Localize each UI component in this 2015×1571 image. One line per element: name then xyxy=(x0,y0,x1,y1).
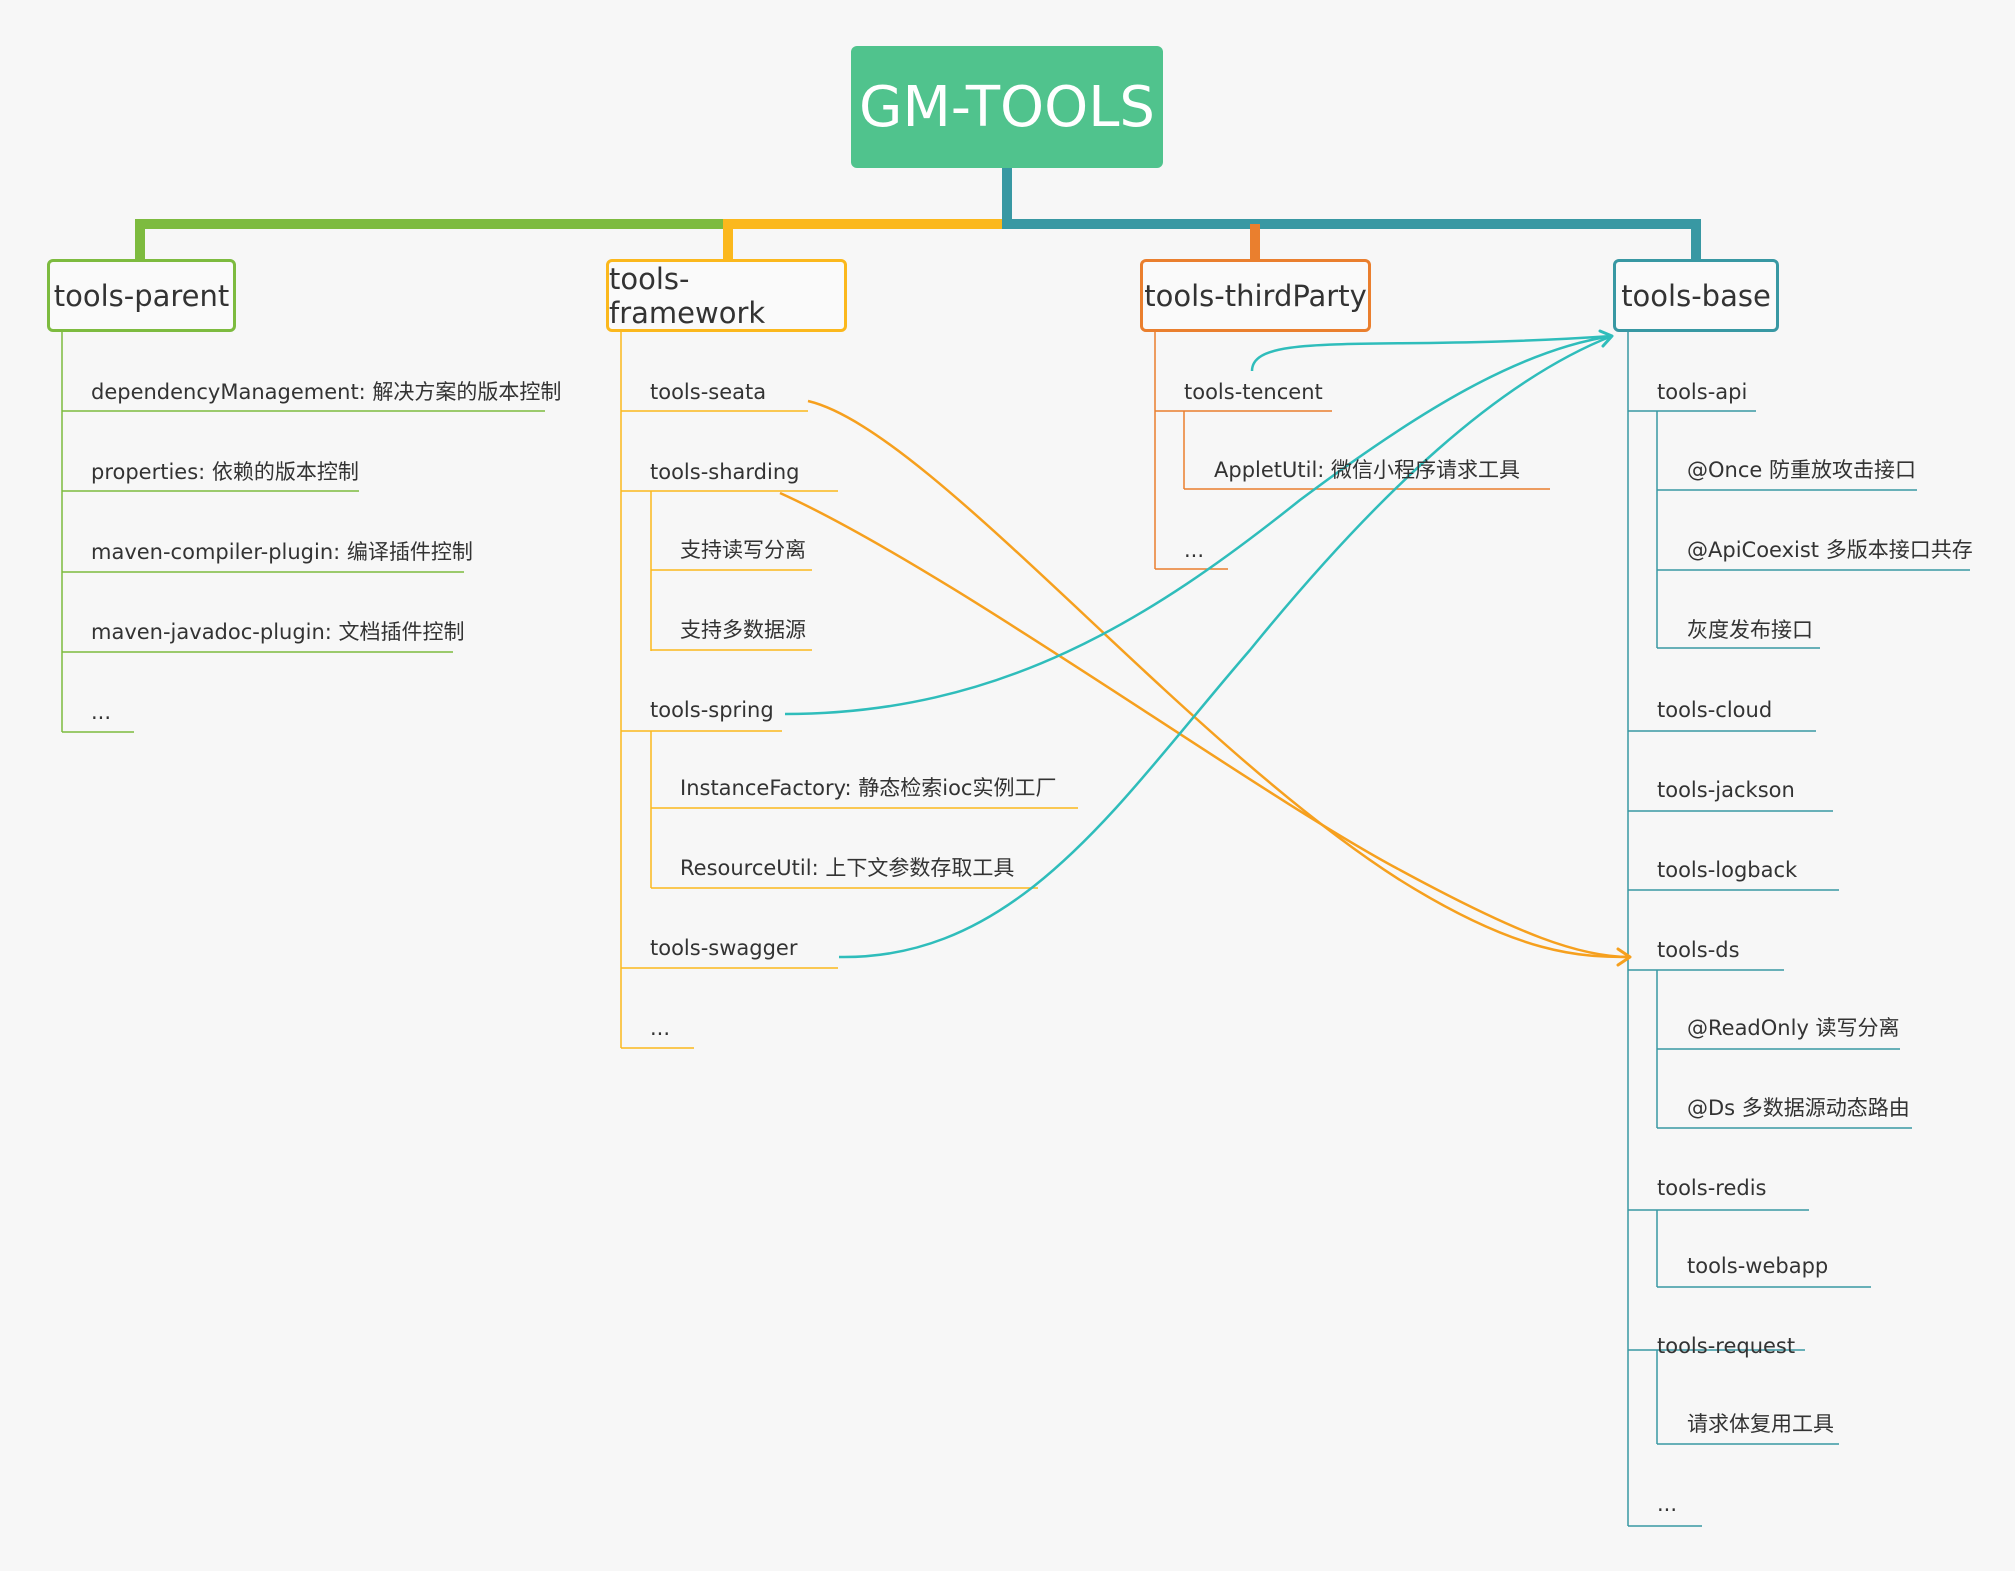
leaf-tools-spring[interactable]: tools-spring xyxy=(650,698,774,722)
leaf-multi-datasource[interactable]: 支持多数据源 xyxy=(680,618,806,642)
branch-title: tools-thirdParty xyxy=(1144,278,1367,313)
leaf-tools-ds[interactable]: tools-ds xyxy=(1657,938,1740,962)
branch-tools-framework[interactable]: tools-framework xyxy=(606,259,847,332)
link-swagger-to-base xyxy=(838,334,1613,959)
arrowhead-to-tools-ds xyxy=(1616,947,1632,967)
leaf-parent-more[interactable]: ... xyxy=(91,700,112,724)
branch-tools-base[interactable]: tools-base xyxy=(1613,259,1779,332)
arrowhead-to-tools-base xyxy=(1598,329,1614,348)
link-sharding-to-ds xyxy=(779,491,1631,959)
root-title: GM-TOOLS xyxy=(859,74,1155,140)
branch-title: tools-parent xyxy=(53,278,230,313)
root-node[interactable]: GM-TOOLS xyxy=(851,46,1163,168)
leaf-request-body-reuse[interactable]: 请求体复用工具 xyxy=(1687,1412,1834,1436)
branch-tools-parent[interactable]: tools-parent xyxy=(47,259,236,332)
branch-title: tools-base xyxy=(1621,278,1771,313)
trunk-to-tools-base xyxy=(1002,168,1701,259)
branch-title: tools-framework xyxy=(609,261,766,330)
leaf-tools-sharding[interactable]: tools-sharding xyxy=(650,460,800,484)
leaf-once[interactable]: @Once 防重放攻击接口 xyxy=(1687,458,1916,482)
trunk-to-tools-parent xyxy=(135,168,1012,259)
leaf-applet-util[interactable]: AppletUtil: 微信小程序请求工具 xyxy=(1214,458,1521,482)
leaf-ds-routing[interactable]: @Ds 多数据源动态路由 xyxy=(1687,1096,1910,1120)
link-spring-to-base xyxy=(784,334,1613,716)
leaf-thirdparty-more[interactable]: ... xyxy=(1184,538,1205,562)
leaf-maven-javadoc-plugin[interactable]: maven-javadoc-plugin: 文档插件控制 xyxy=(91,620,465,644)
leaf-tools-tencent[interactable]: tools-tencent xyxy=(1184,380,1323,404)
leaf-instance-factory[interactable]: InstanceFactory: 静态检索ioc实例工厂 xyxy=(680,776,1057,800)
leaf-dependency-management[interactable]: dependencyManagement: 解决方案的版本控制 xyxy=(91,380,562,404)
link-seata-to-ds xyxy=(807,399,1631,959)
leaf-gray-release[interactable]: 灰度发布接口 xyxy=(1687,618,1813,642)
leaf-framework-more[interactable]: ... xyxy=(650,1016,671,1040)
link-tencent-to-base xyxy=(1250,334,1613,372)
leaf-read-only[interactable]: @ReadOnly 读写分离 xyxy=(1687,1016,1900,1040)
leaf-properties[interactable]: properties: 依赖的版本控制 xyxy=(91,460,359,484)
leaf-tools-cloud[interactable]: tools-cloud xyxy=(1657,698,1773,722)
leaf-tools-redis[interactable]: tools-redis xyxy=(1657,1176,1767,1200)
leaf-tools-seata[interactable]: tools-seata xyxy=(650,380,767,404)
branch-tools-thirdparty[interactable]: tools-thirdParty xyxy=(1140,259,1371,332)
leaf-read-write-split[interactable]: 支持读写分离 xyxy=(680,538,806,562)
leaf-tools-logback[interactable]: tools-logback xyxy=(1657,858,1798,882)
leaf-tools-request[interactable]: tools-request xyxy=(1657,1334,1796,1358)
leaf-tools-api[interactable]: tools-api xyxy=(1657,380,1748,404)
leaf-api-coexist[interactable]: @ApiCoexist 多版本接口共存 xyxy=(1687,538,1973,562)
leaf-tools-webapp[interactable]: tools-webapp xyxy=(1687,1254,1829,1278)
leaf-tools-swagger[interactable]: tools-swagger xyxy=(650,936,798,960)
trunk-to-tools-framework xyxy=(723,219,1007,259)
leaf-base-more[interactable]: ... xyxy=(1657,1492,1678,1516)
leaf-resource-util[interactable]: ResourceUtil: 上下文参数存取工具 xyxy=(680,856,1015,880)
leaf-maven-compiler-plugin[interactable]: maven-compiler-plugin: 编译插件控制 xyxy=(91,540,473,564)
leaf-tools-jackson[interactable]: tools-jackson xyxy=(1657,778,1795,802)
